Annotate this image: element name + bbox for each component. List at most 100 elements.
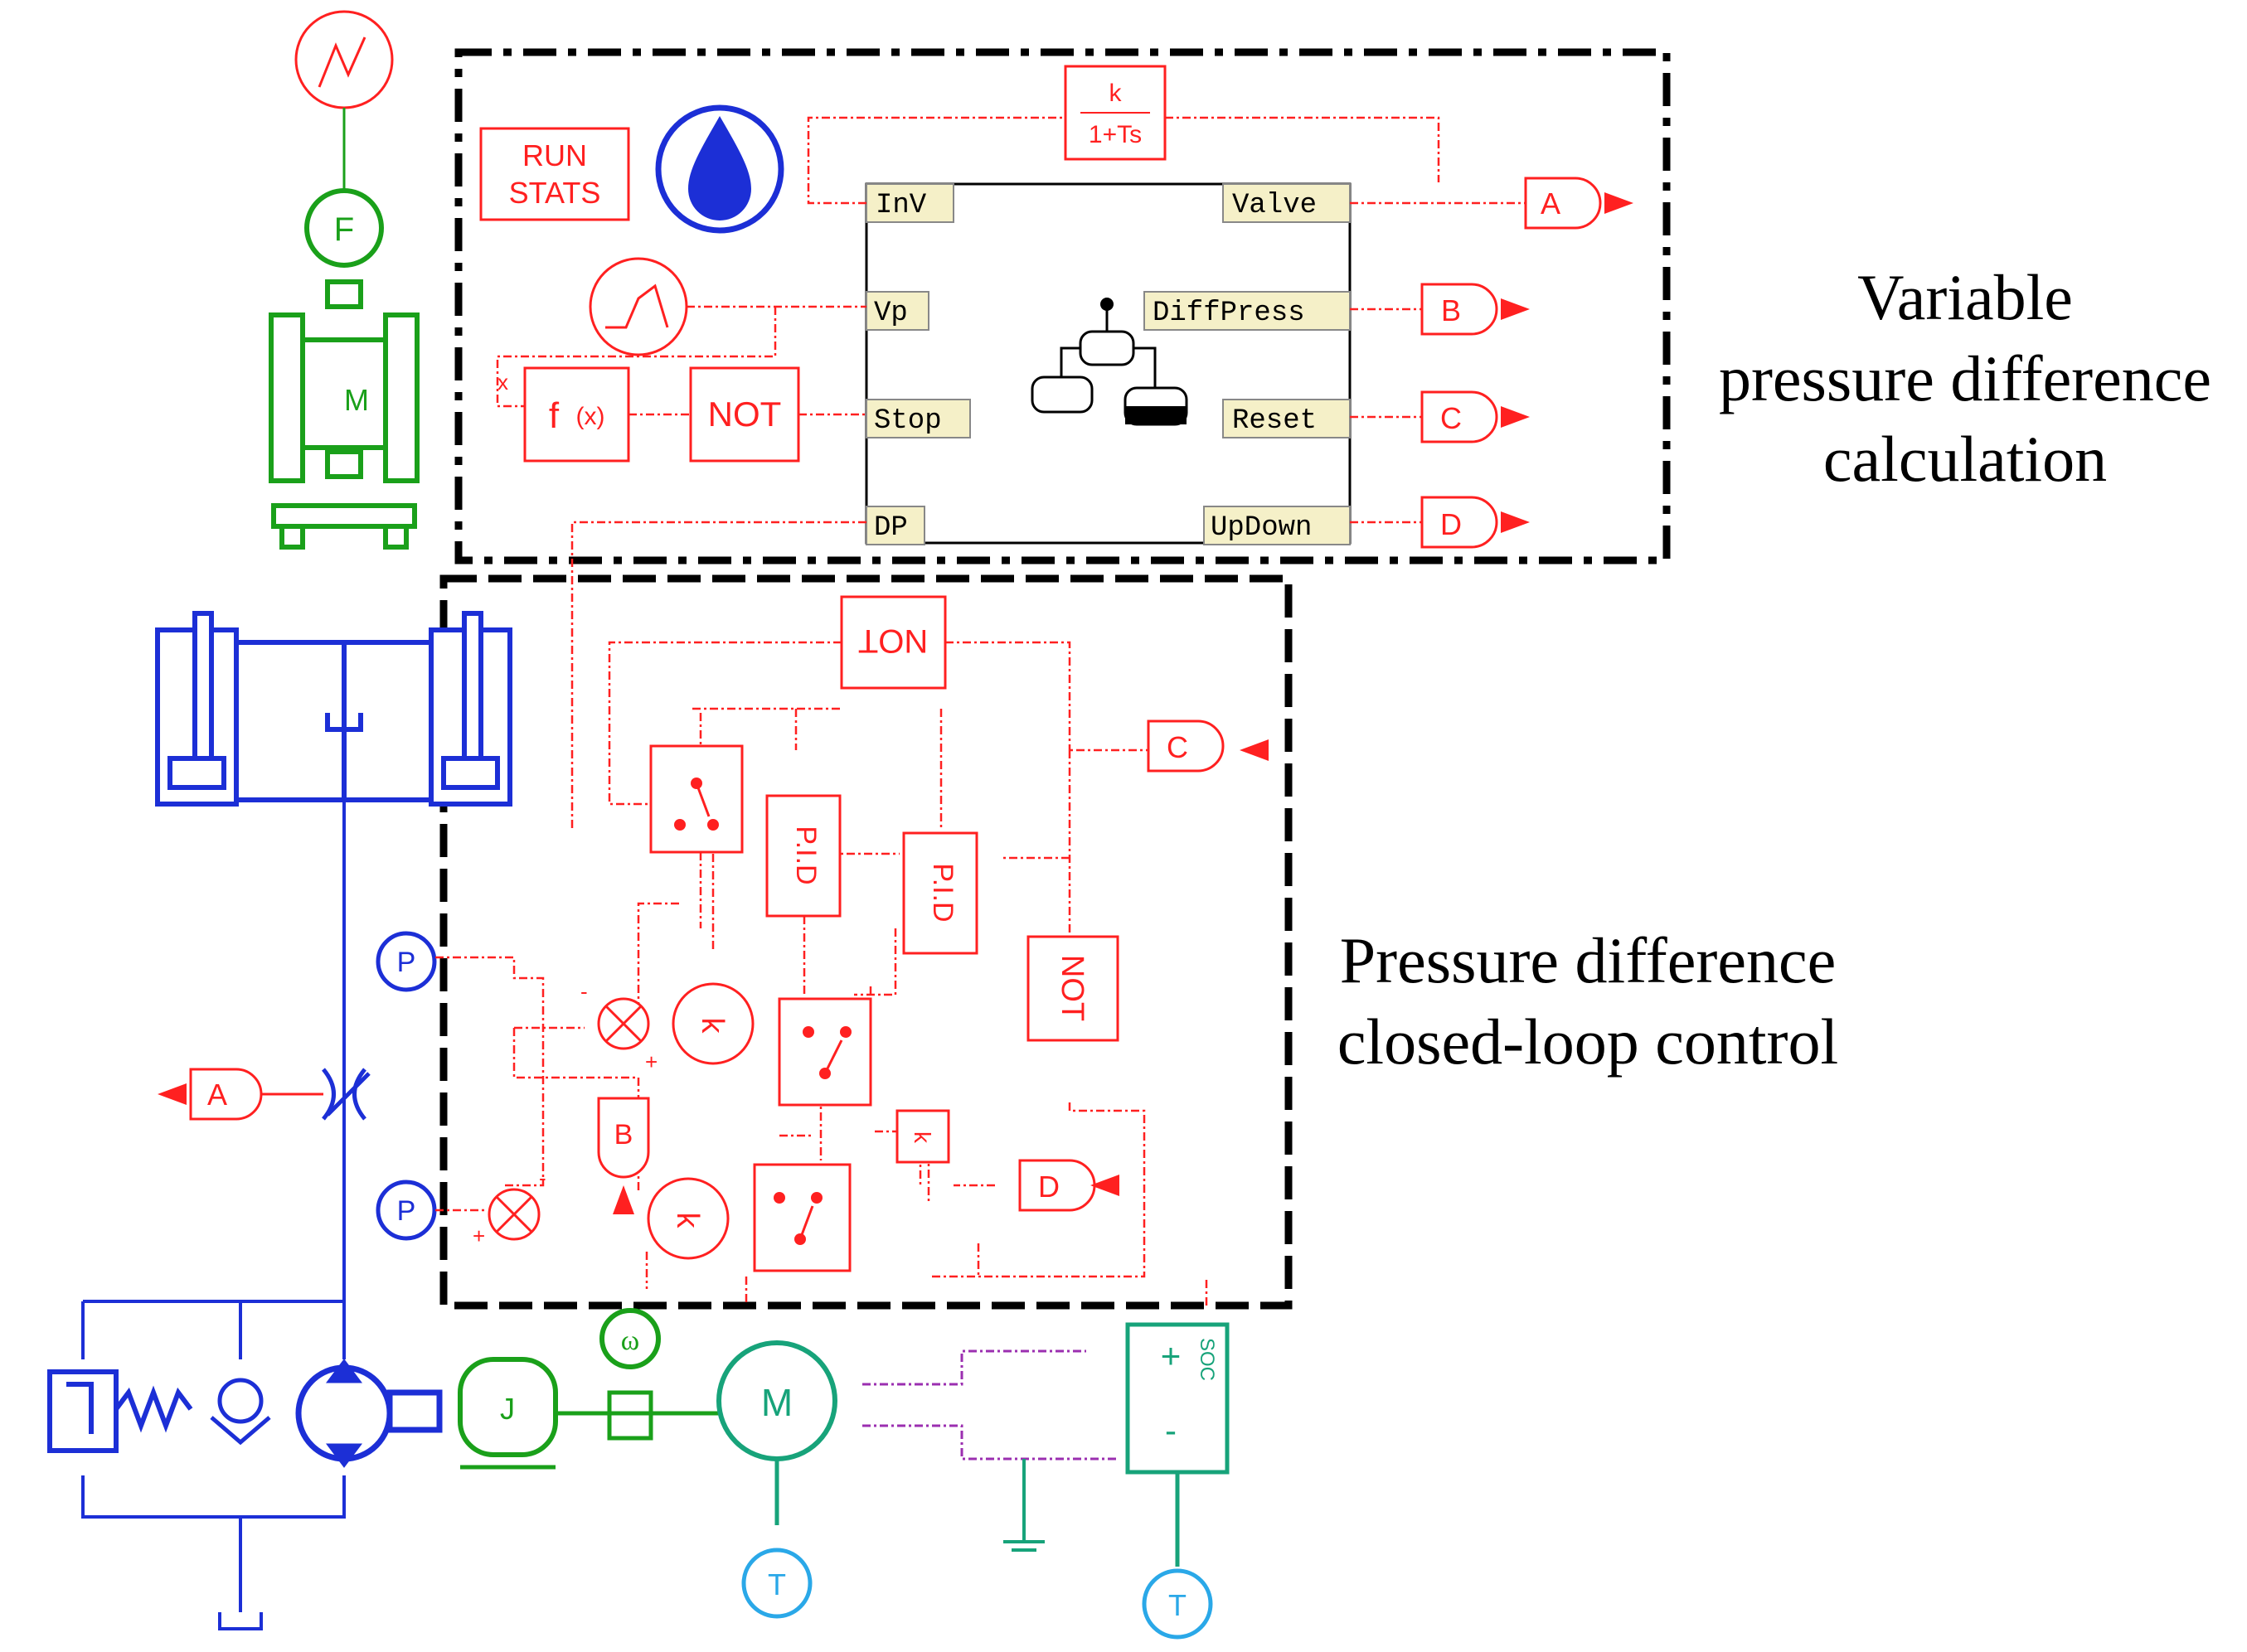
svg-text:DiffPress: DiffPress — [1153, 298, 1305, 329]
svg-text:T: T — [768, 1567, 786, 1601]
port-reset: Reset — [1222, 399, 1351, 438]
port-inv: InV — [866, 183, 954, 223]
svg-text:UpDown: UpDown — [1211, 512, 1312, 544]
svg-text:-: - — [1165, 1411, 1177, 1450]
svg-text:Valve: Valve — [1232, 190, 1317, 221]
switch-lower — [753, 1163, 852, 1272]
svg-text:SOC: SOC — [1196, 1338, 1218, 1381]
ground-icon — [1003, 1459, 1045, 1552]
sum-junction-lower: - + — [473, 1165, 546, 1248]
not-block-upper: NOT — [840, 595, 947, 690]
not-block-top: NOT — [689, 366, 800, 463]
gain-lower: k — [647, 1177, 730, 1260]
water-drop-icon — [655, 104, 784, 234]
svg-text:1+Ts: 1+Ts — [1089, 121, 1142, 148]
electric-motor: M — [716, 1340, 837, 1525]
svg-text:P.I.D: P.I.D — [790, 826, 822, 884]
svg-text:+: + — [1161, 1336, 1182, 1375]
hydraulic-lines — [81, 800, 346, 1630]
check-valve-icon — [210, 1378, 271, 1446]
not-block-right: NOT — [1026, 935, 1119, 1042]
frame-variable-pressure-calc — [454, 48, 1671, 564]
svg-text:ω: ω — [621, 1325, 639, 1356]
tank-icon — [1031, 298, 1188, 426]
svg-text:k: k — [695, 1018, 730, 1034]
svg-text:F: F — [334, 211, 354, 248]
svg-text:B: B — [614, 1119, 633, 1151]
function-block: f (x) x — [497, 366, 630, 463]
svg-text:C: C — [1440, 401, 1462, 435]
caption-top-line1: Variable — [1857, 261, 2073, 333]
svg-text:Reset: Reset — [1232, 405, 1317, 437]
svg-text:Stop: Stop — [874, 405, 942, 437]
svg-text:k: k — [670, 1213, 705, 1229]
svg-text:-: - — [539, 1165, 546, 1190]
svg-text:A: A — [1541, 187, 1560, 220]
svg-text:InV: InV — [876, 190, 927, 221]
svg-text:NOT: NOT — [708, 395, 782, 434]
caption-variable-pressure-calc: Variable pressure difference calculation — [1691, 257, 2239, 500]
port-updown: UpDown — [1203, 506, 1351, 545]
motor-temperature-sensor: T — [741, 1548, 813, 1619]
pid-controller-2: P.I.D — [902, 831, 978, 955]
pump-icon — [295, 1359, 443, 1468]
svg-text:RUN: RUN — [522, 138, 587, 172]
top-wiring — [496, 116, 1526, 829]
connector-b-out: B — [1420, 283, 1530, 336]
hydraulic-cylinders — [155, 611, 512, 807]
connector-c-out: C — [1420, 390, 1530, 443]
svg-text:x: x — [497, 370, 508, 395]
svg-text:k: k — [1109, 80, 1123, 107]
svg-text:NOT: NOT — [1055, 955, 1090, 1021]
run-stats-button[interactable]: RUN STATS — [479, 127, 630, 221]
switch-upper — [649, 744, 744, 854]
port-stop: Stop — [866, 399, 971, 438]
svg-text:B: B — [1441, 293, 1461, 327]
port-dp: DP — [866, 506, 925, 545]
svg-text:k: k — [910, 1131, 935, 1144]
caption-bottom-line2: closed-loop control — [1337, 1005, 1839, 1078]
pressure-sensor-lower: P — [376, 1180, 437, 1241]
caption-top-line3: calculation — [1822, 423, 2108, 495]
svg-text:A: A — [207, 1078, 227, 1112]
motor-power-lines — [862, 1349, 1119, 1461]
caption-top-line2: pressure difference — [1718, 342, 2212, 414]
caption-bottom-line1: Pressure difference — [1339, 924, 1837, 996]
lag-block: k 1+Ts — [1064, 65, 1167, 161]
gain-small: k — [895, 1109, 950, 1164]
port-valve: Valve — [1222, 183, 1351, 223]
sum-junction-upper: - + — [580, 979, 658, 1074]
svg-text:D: D — [1440, 507, 1462, 541]
pressure-sensor-upper: P — [376, 931, 437, 992]
relief-valve-icon — [47, 1369, 193, 1453]
connector-a-out: A — [1524, 177, 1633, 230]
connector-b-in: B — [597, 1097, 650, 1214]
svg-text:-: - — [580, 979, 588, 1004]
svg-text:+: + — [473, 1223, 485, 1248]
battery: + - SOC — [1125, 1322, 1230, 1567]
port-vp: Vp — [866, 291, 929, 331]
caption-closed-loop-control: Pressure difference closed-loop control — [1306, 920, 1870, 1082]
connector-c-in: C — [1147, 719, 1269, 773]
connector-d-in: D — [1018, 1159, 1119, 1212]
control-wiring — [435, 641, 1208, 1306]
pid-controller-1: P.I.D — [765, 794, 842, 918]
svg-text:T: T — [1168, 1588, 1187, 1622]
switch-middle — [778, 997, 872, 1107]
svg-text:D: D — [1038, 1170, 1060, 1204]
svg-text:NOT: NOT — [858, 623, 928, 659]
svg-text:J: J — [500, 1392, 515, 1426]
svg-text:Vp: Vp — [874, 298, 908, 329]
svg-text:M: M — [344, 383, 369, 417]
throttle-valve-icon — [322, 1068, 371, 1121]
force-sensor: F — [304, 188, 384, 268]
svg-text:DP: DP — [874, 512, 908, 544]
svg-text:M: M — [761, 1381, 793, 1424]
force-source-icon — [294, 10, 394, 191]
inertia-block: J — [458, 1357, 558, 1470]
svg-text:P: P — [397, 947, 416, 978]
svg-text:C: C — [1167, 730, 1188, 764]
svg-text:(x): (x) — [576, 403, 605, 430]
connector-d-out: D — [1420, 496, 1530, 549]
